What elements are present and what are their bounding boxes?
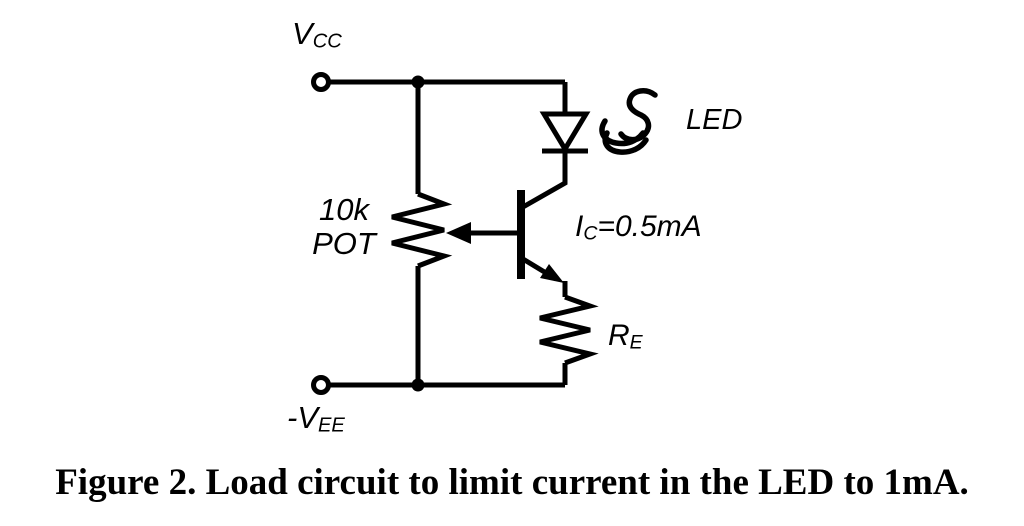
figure-caption: Figure 2. Load circuit to limit current … <box>55 462 969 503</box>
vee-label-base: -V <box>287 400 318 435</box>
transistor-emitter-arrowhead-icon <box>540 264 564 283</box>
transistor-collector-wire <box>521 152 568 210</box>
vcc-label-base: V <box>292 16 313 51</box>
vcc-label: VCC <box>292 16 342 53</box>
ic-label-sub: C <box>583 222 598 245</box>
resistor-re-symbol <box>539 294 599 385</box>
collector-current-label: IC=0.5mA <box>575 211 702 244</box>
vee-label: -VEE <box>287 400 345 437</box>
vee-label-sub: EE <box>318 414 345 437</box>
vcc-label-sub: CC <box>312 30 342 53</box>
terminal-vcc <box>311 72 331 92</box>
pot-zigzag <box>391 191 453 269</box>
transistor-symbol <box>517 152 568 297</box>
circuit-schematic-svg <box>311 72 658 395</box>
pot-label: 10k POT <box>302 193 386 261</box>
ic-label-value: =0.5mA <box>597 210 702 243</box>
wiper-arrow <box>446 222 517 244</box>
wiper-arrowhead-icon <box>446 222 471 244</box>
re-label: RE <box>608 320 643 353</box>
led-diode-symbol <box>539 82 591 154</box>
re-label-base: R <box>608 319 630 352</box>
led-triangle <box>539 111 591 154</box>
led-ray-crescent-lower <box>602 130 649 155</box>
pot-name-label: POT <box>312 226 376 261</box>
led-rays-icon <box>599 88 658 155</box>
potentiometer-symbol <box>391 82 453 385</box>
re-zigzag <box>539 294 599 366</box>
circuit-diagram: VCC 10k POT IC=0.5mA LED RE -VEE <box>287 16 743 437</box>
ic-label-base: I <box>575 210 584 243</box>
re-label-sub: E <box>629 331 643 354</box>
terminal-vee <box>311 375 331 395</box>
pot-value-label: 10k <box>319 192 369 227</box>
led-ray-s-curve <box>618 88 658 143</box>
led-ray-crescent-upper <box>599 118 646 147</box>
led-label: LED <box>686 104 743 136</box>
